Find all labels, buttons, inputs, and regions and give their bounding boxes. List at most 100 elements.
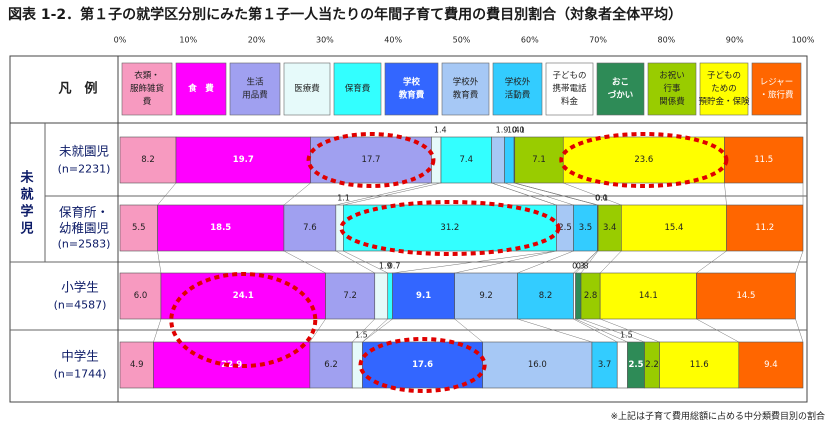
bar-value-label: 4.9 xyxy=(130,360,144,370)
bar-value-label: 8.2 xyxy=(141,155,155,165)
highlight-oval xyxy=(358,337,487,393)
legend-label: 費 xyxy=(143,96,152,107)
connector-line xyxy=(696,250,727,274)
bar-value-label: 11.5 xyxy=(754,155,773,165)
bar-segment xyxy=(696,272,796,320)
connector-line xyxy=(335,250,375,274)
connector-line xyxy=(517,250,574,274)
x-tick-label: 90% xyxy=(726,36,744,45)
highlight-oval xyxy=(339,200,561,256)
legend-swatch xyxy=(596,62,645,116)
connector-line xyxy=(454,318,483,343)
legend-label: 学校外 xyxy=(505,77,531,88)
bar-value-label-outside: 1.9 xyxy=(379,262,392,271)
legend-label: 携帯電話 xyxy=(552,83,587,94)
legend-swatch xyxy=(333,62,382,116)
x-tick-label: 40% xyxy=(384,36,402,45)
connector-line xyxy=(343,182,442,206)
bar-value-label: 7.2 xyxy=(343,291,357,301)
legend-label: 料金 xyxy=(561,96,579,107)
x-tick-label: 30% xyxy=(316,36,334,45)
row-label: 保育所・ xyxy=(59,205,109,220)
legend-label: 服飾雑貨 xyxy=(130,83,165,94)
legend-label: 子どもの xyxy=(552,71,586,81)
legend-swatch xyxy=(545,62,594,116)
highlight-oval xyxy=(559,132,729,188)
bar-segment xyxy=(726,204,804,252)
legend-label: 学校外 xyxy=(453,77,479,88)
legend-label: 活動費 xyxy=(505,90,531,101)
bar-value-label: 5.5 xyxy=(132,223,146,233)
x-tick-label: 100% xyxy=(792,36,815,45)
bar-value-label: 18.5 xyxy=(210,223,231,233)
bar-segment xyxy=(517,272,574,320)
bar-segment xyxy=(153,341,311,389)
connector-line xyxy=(352,318,375,343)
connector-line xyxy=(335,182,432,206)
legend-label: 保育費 xyxy=(345,83,371,94)
connector-line xyxy=(573,318,618,343)
x-tick-label: 50% xyxy=(453,36,471,45)
legend-label: 子どもの xyxy=(707,71,741,81)
legend-swatch xyxy=(384,62,439,116)
legend-label: レジャー xyxy=(760,78,794,88)
connector-line xyxy=(724,182,727,206)
bar-segment xyxy=(724,136,804,184)
legend-swatch xyxy=(699,62,749,116)
bar-segment xyxy=(362,341,483,389)
connector-line xyxy=(795,250,804,274)
bar-value-label: 23.6 xyxy=(634,155,653,165)
legend-label: 関係費 xyxy=(659,96,685,107)
bar-segment xyxy=(283,204,337,252)
bar-value-label: 14.1 xyxy=(639,291,658,301)
bar-value-label: 22.9 xyxy=(221,360,242,370)
x-tick-label: 60% xyxy=(521,36,539,45)
legend-swatch xyxy=(229,62,281,116)
legend-label: 衣類・ xyxy=(134,70,160,81)
connector-line xyxy=(491,182,557,206)
bar-value-label-outside: 0.7 xyxy=(388,262,401,271)
bar-segment xyxy=(591,341,618,389)
x-tick-label: 10% xyxy=(179,36,197,45)
bar-value-label: 11.2 xyxy=(755,223,774,233)
bar-segment xyxy=(659,341,740,389)
legend-swatch xyxy=(751,62,802,116)
legend-label: 生活 xyxy=(246,77,264,88)
bar-value-label-outside: 0.1 xyxy=(595,194,608,203)
connector-line xyxy=(283,250,326,274)
connector-line xyxy=(309,318,326,343)
legend-swatch xyxy=(441,62,490,116)
bar-value-label: 2.2 xyxy=(645,360,659,370)
bar-value-label: 17.7 xyxy=(362,155,381,165)
bar-value-label-outside: 1.9 xyxy=(496,126,509,135)
connector-line xyxy=(600,318,660,343)
bar-value-label-outside: 1.5 xyxy=(620,331,633,340)
connector-line xyxy=(454,250,557,274)
bar-segment xyxy=(175,136,311,184)
legend-swatch xyxy=(647,62,697,116)
bar-value-label: 7.1 xyxy=(532,155,546,165)
bar-value-label: 2.5 xyxy=(558,223,572,233)
legend-label: お祝い xyxy=(659,70,685,81)
bar-segment xyxy=(310,136,432,184)
connector-line xyxy=(362,318,393,343)
bar-value-label: 15.4 xyxy=(664,223,683,233)
connector-line xyxy=(157,250,162,274)
bar-segment xyxy=(309,341,353,389)
connector-line xyxy=(283,182,311,206)
bar-segment xyxy=(335,204,344,252)
table-frame xyxy=(9,55,808,403)
bar-value-label: 7.4 xyxy=(460,155,474,165)
connector-line xyxy=(517,318,593,343)
bar-value-label: 19.7 xyxy=(233,155,254,165)
legend-label: 教育費 xyxy=(453,90,479,101)
bar-segment xyxy=(387,272,393,320)
bar-value-label-outside: 1.4 xyxy=(434,126,447,135)
bar-value-label: 14.5 xyxy=(737,291,756,301)
legend-label: ための xyxy=(711,84,737,94)
legend-label: 預貯金・保険 xyxy=(698,96,750,107)
legend-swatch xyxy=(492,62,543,116)
bar-value-label-outside: 1.5 xyxy=(355,331,368,340)
bar-segment xyxy=(562,136,725,184)
bar-value-label-outside: 0.1 xyxy=(512,126,525,135)
